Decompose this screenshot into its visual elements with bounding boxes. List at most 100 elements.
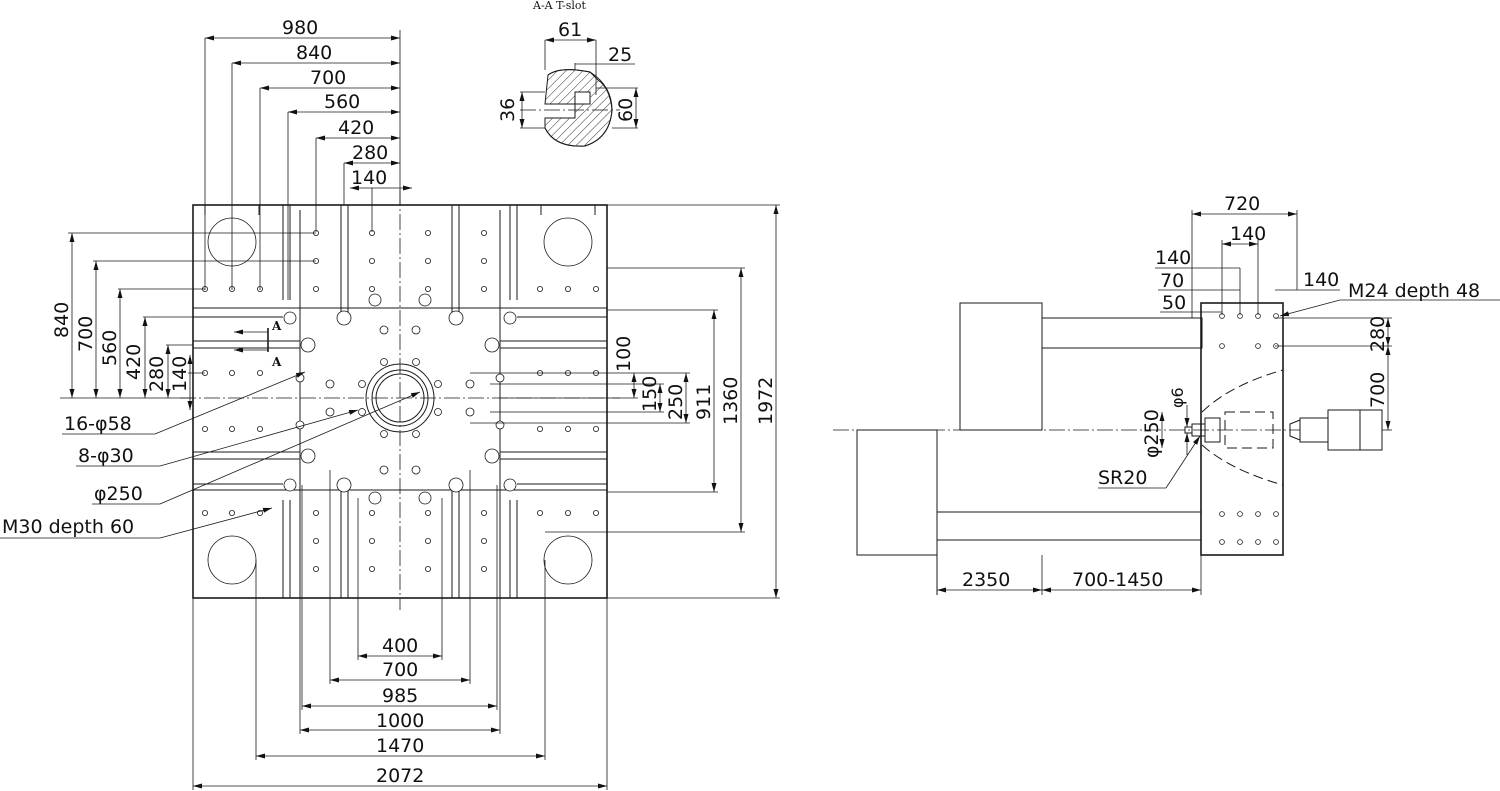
section-markers: A A xyxy=(234,319,282,369)
threaded-hole xyxy=(480,538,487,545)
platen-front-view xyxy=(180,190,620,610)
threaded-hole xyxy=(1255,343,1261,349)
threaded-hole xyxy=(201,425,208,432)
threaded-hole xyxy=(424,285,431,292)
side-dim-stroke: 700-1450 xyxy=(1072,569,1163,591)
dim-left-840: 840 xyxy=(51,302,73,338)
dim-700: 700 xyxy=(310,67,346,89)
threaded-hole xyxy=(480,285,487,292)
platen-left-dimensions: 840 700 560 420 280 140 xyxy=(51,232,316,410)
dim-250: 250 xyxy=(665,384,687,420)
threaded-hole xyxy=(424,229,431,236)
threaded-hole xyxy=(312,509,319,516)
threaded-hole xyxy=(368,509,375,516)
dim-140: 140 xyxy=(351,167,387,189)
dim-left-280: 280 xyxy=(146,356,168,392)
dim-420: 420 xyxy=(338,117,374,139)
threaded-hole xyxy=(228,425,235,432)
dim-700-bottom: 700 xyxy=(382,659,418,681)
section-aa-tslot: A-A T-slot 61 25 36 60 xyxy=(497,0,639,147)
dim-400: 400 xyxy=(382,635,418,657)
platen-right-dimensions: 1972 1360 911 250 150 100 xyxy=(470,204,780,599)
side-dim-280: 280 xyxy=(1367,316,1389,352)
threaded-hole xyxy=(312,566,319,573)
threaded-hole xyxy=(1255,511,1261,517)
side-dim-700: 700 xyxy=(1367,372,1389,408)
side-dim-140c: 140 xyxy=(1303,269,1339,291)
dim-100: 100 xyxy=(613,336,635,372)
threaded-hole xyxy=(593,509,600,516)
dim-2072: 2072 xyxy=(376,765,424,787)
threaded-hole xyxy=(480,229,487,236)
side-dim-140b: 140 xyxy=(1155,247,1191,269)
side-dim-720: 720 xyxy=(1224,193,1260,215)
threaded-hole xyxy=(1237,539,1243,545)
tslot-dim-36: 36 xyxy=(497,98,519,122)
threaded-hole xyxy=(565,285,572,292)
platen-bottom-dimensions: 400 700 985 1000 1470 2072 xyxy=(192,470,608,790)
threaded-hole xyxy=(1219,343,1225,349)
side-platen xyxy=(1200,302,1284,556)
callout-8-phi30: 8-φ30 xyxy=(78,445,134,467)
threaded-hole xyxy=(537,425,544,432)
dim-840: 840 xyxy=(296,42,332,64)
dim-1360: 1360 xyxy=(720,377,742,425)
threaded-hole xyxy=(565,425,572,432)
tiebar-hole-tr xyxy=(543,217,593,267)
threaded-hole xyxy=(228,369,235,376)
side-threaded-holes xyxy=(1219,313,1279,545)
callout-phi250: φ250 xyxy=(94,483,143,505)
threaded-hole xyxy=(1219,511,1225,517)
threaded-hole xyxy=(424,257,431,264)
threaded-hole xyxy=(593,425,600,432)
tslot-dim-25: 25 xyxy=(608,44,632,66)
holes-30 xyxy=(295,325,505,475)
dim-911: 911 xyxy=(693,384,715,420)
threaded-hole xyxy=(1273,511,1279,517)
threaded-hole xyxy=(537,509,544,516)
holes-58 xyxy=(283,293,517,505)
threaded-hole xyxy=(228,509,235,516)
dim-150: 150 xyxy=(639,376,661,412)
dim-left-700: 700 xyxy=(75,316,97,352)
threaded-hole xyxy=(424,538,431,545)
platen-callouts: 16-φ58 8-φ30 φ250 M30 depth 60 xyxy=(0,371,421,539)
threaded-hole xyxy=(201,509,208,516)
threaded-hole xyxy=(1255,539,1261,545)
dim-980: 980 xyxy=(282,17,318,39)
section-mark-top: A xyxy=(271,319,282,333)
side-dim-2350: 2350 xyxy=(962,569,1010,591)
threaded-hole xyxy=(312,285,319,292)
threaded-hole xyxy=(565,509,572,516)
threaded-hole xyxy=(480,566,487,573)
nozzle-phi6: φ6 xyxy=(1168,387,1187,408)
dim-1972: 1972 xyxy=(755,377,777,425)
section-title: A-A T-slot xyxy=(532,0,587,12)
dim-1470: 1470 xyxy=(376,735,424,757)
platen-top-dimensions: 980 840 700 560 420 280 140 xyxy=(204,17,412,300)
callout-m30-depth60: M30 depth 60 xyxy=(2,516,134,538)
threaded-hole xyxy=(1273,539,1279,545)
threaded-hole xyxy=(424,509,431,516)
threaded-hole xyxy=(480,509,487,516)
threaded-hole xyxy=(368,285,375,292)
dim-left-420: 420 xyxy=(123,344,145,380)
tslot-dim-61: 61 xyxy=(558,19,582,41)
threaded-hole xyxy=(368,257,375,264)
tiebar-hole-br xyxy=(543,535,593,585)
threaded-hole xyxy=(1219,539,1225,545)
nozzle-sr20: SR20 xyxy=(1098,467,1147,489)
threaded-holes xyxy=(201,229,600,573)
dim-left-560: 560 xyxy=(99,330,121,366)
threaded-hole xyxy=(1237,511,1243,517)
side-dim-50: 50 xyxy=(1162,292,1186,314)
tiebar-hole-bl xyxy=(207,535,257,585)
dim-985: 985 xyxy=(382,685,418,707)
dim-280: 280 xyxy=(352,142,388,164)
side-thread-m24: M24 depth 48 xyxy=(1348,280,1480,302)
side-view: 720 140 140 70 50 140 M24 depth 48 280 7… xyxy=(833,193,1500,595)
threaded-hole xyxy=(424,566,431,573)
nozzle-phi250: φ250 xyxy=(1141,409,1163,458)
locating-ring xyxy=(365,363,435,433)
